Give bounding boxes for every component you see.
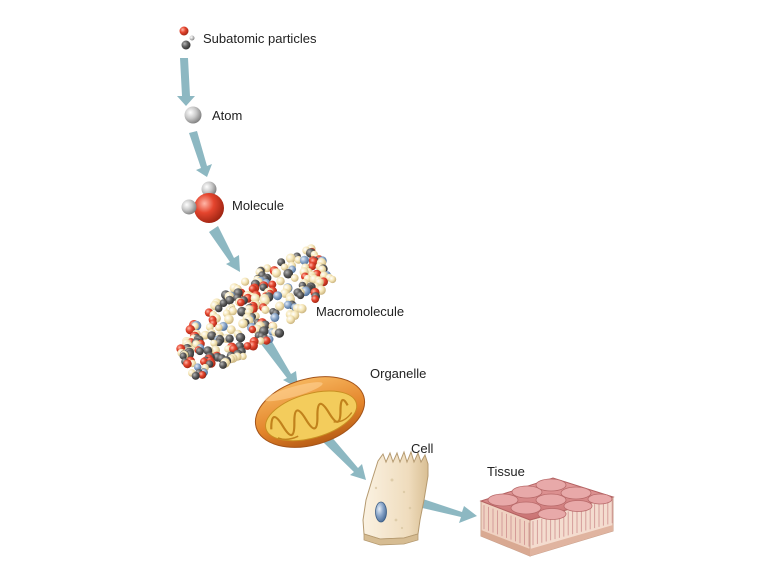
macromolecule-atom (198, 371, 206, 379)
macromolecule-atom (296, 291, 305, 300)
macromolecule-atom (248, 325, 257, 334)
macromolecule-atom (273, 291, 283, 301)
mitochondrion-icon (254, 376, 366, 448)
macromolecule-atom (235, 332, 246, 343)
label-atom: Atom (212, 108, 243, 123)
macromolecule-atom (241, 277, 250, 286)
macromolecule-atom (238, 318, 248, 329)
macromolecule-atom (210, 339, 218, 347)
label-molecule: Molecule (232, 198, 285, 213)
macromolecule-atom (308, 262, 317, 271)
macromolecule-icon (176, 244, 337, 380)
macromolecule-atom (200, 330, 210, 340)
macromolecule-atom (276, 276, 285, 286)
label-tissue: Tissue (487, 464, 525, 479)
macromolecule-atom (285, 253, 296, 264)
macromolecule-atom (183, 359, 192, 369)
macromolecule-atom (260, 295, 270, 306)
arrows (177, 58, 477, 523)
macromolecule-atom (262, 336, 271, 345)
atom-icon (184, 106, 202, 124)
macromolecule-atom (226, 325, 236, 335)
macromolecule-atom (261, 305, 270, 314)
tissue-icon (479, 477, 615, 557)
macromolecule-atom (243, 342, 252, 350)
arrow-macromolecule-to-organelle (261, 338, 298, 388)
macromolecule-atom (283, 268, 294, 279)
molecule-icon (181, 181, 224, 223)
macromolecule-atom (179, 352, 187, 360)
macromolecule-atom (286, 315, 296, 325)
arrow-organelle-to-cell (322, 435, 366, 480)
macromolecule-atom (328, 275, 337, 284)
macromolecule-atom (237, 306, 247, 317)
macromolecule-atom (228, 306, 237, 316)
macromolecule-atom (225, 295, 235, 305)
macromolecule-atom (311, 295, 320, 303)
macromolecule-atom (290, 274, 299, 282)
arrow-molecule-to-macromolecule (209, 226, 240, 272)
macromolecule-atom (225, 334, 234, 343)
macromolecule-atom (215, 323, 223, 332)
macromolecule-atom (214, 304, 223, 313)
macromolecule-atom (275, 301, 285, 311)
macromolecule-atom (196, 347, 204, 356)
label-cell: Cell (411, 441, 434, 456)
macromolecule-atom (270, 313, 280, 322)
arrow-atom-to-molecule (189, 131, 212, 177)
macromolecule-atom (271, 268, 282, 278)
macromolecule-atom (274, 328, 285, 338)
macromolecule-atom (248, 340, 258, 351)
macromolecule-atom (297, 304, 307, 314)
macromolecule-atom (283, 300, 292, 309)
label-macromolecule: Macromolecule (316, 304, 405, 319)
macromolecule-atom (219, 361, 227, 369)
cell-icon (362, 450, 429, 546)
macromolecule-atom (237, 298, 245, 307)
macromolecule-atom (194, 363, 202, 371)
macromolecule-atom (239, 352, 247, 360)
label-organelle: Organelle (370, 366, 427, 381)
arrow-cell-to-tissue (418, 498, 477, 523)
macromolecule-atom (224, 314, 234, 325)
macromolecule-atom (256, 337, 265, 345)
label-subatomic-particles: Subatomic particles (203, 31, 317, 46)
macromolecule-atom (280, 263, 289, 271)
macromolecule-atom (268, 280, 277, 289)
macromolecule-atom (191, 372, 200, 380)
macromolecule-atom (299, 255, 309, 265)
macromolecule-atom (207, 331, 217, 341)
macromolecule-atom (219, 299, 228, 307)
arrow-subatomic-to-atom (177, 58, 195, 106)
subatomic-particles-icon (179, 26, 195, 50)
